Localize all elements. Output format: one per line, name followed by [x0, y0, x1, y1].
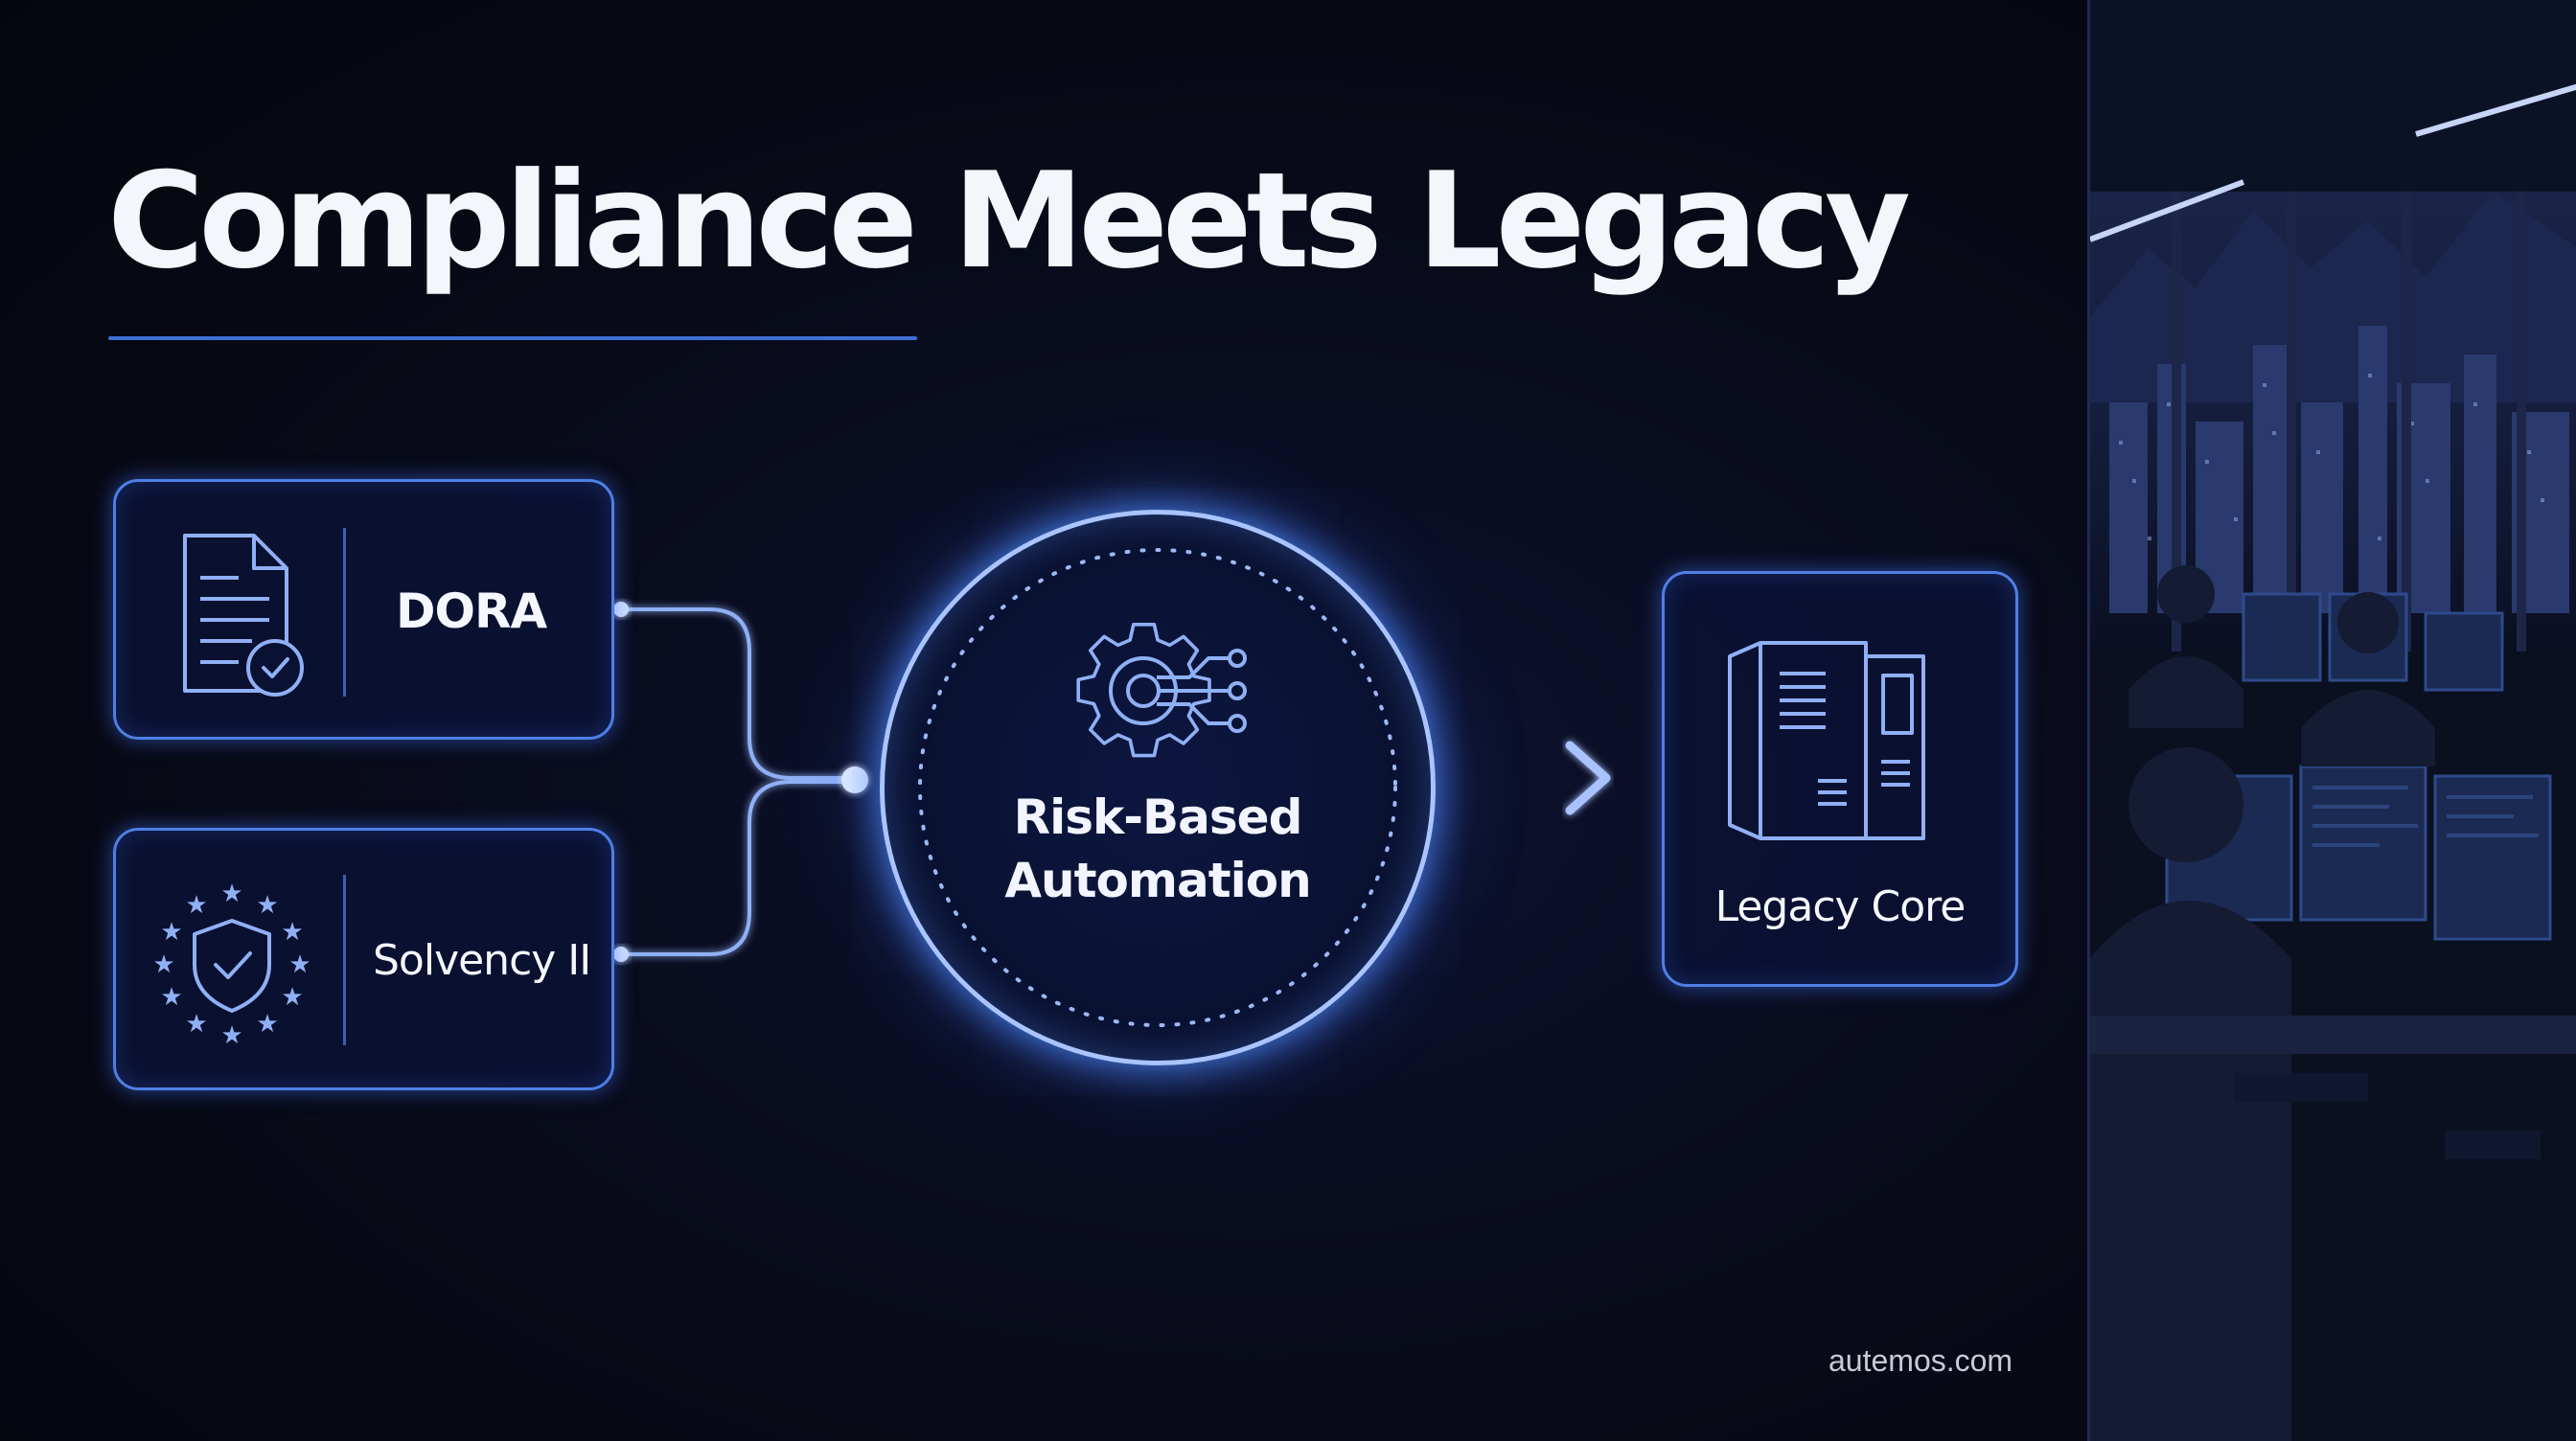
arrow-head-icon	[1565, 741, 1611, 815]
slide-canvas: Compliance Meets Legacy	[0, 0, 2087, 1441]
solvency-label: Solvency II	[373, 936, 591, 985]
connector-solvency	[621, 780, 855, 956]
dora-divider	[343, 528, 346, 697]
slide-title: Compliance Meets Legacy	[107, 144, 1911, 298]
solvency-divider	[343, 875, 346, 1045]
document-check-icon	[183, 534, 304, 697]
svg-text:★: ★	[220, 880, 242, 908]
legacy-core-label: Legacy Core	[1714, 882, 1966, 931]
title-underline	[108, 336, 917, 340]
svg-text:★: ★	[160, 983, 182, 1012]
connector-node-join	[841, 766, 868, 793]
hub-label-line2: Automation	[1004, 853, 1311, 908]
legacy-core-card: Legacy Core	[1662, 571, 2018, 987]
hub-label: Risk-Based Automation	[880, 786, 1436, 912]
solvency-card: ★ ★ ★ ★ ★ ★ ★ ★ ★ ★ ★ ★ Solvency II	[113, 828, 614, 1090]
gear-circuit-icon	[1076, 623, 1247, 758]
connector-node-solvency	[613, 947, 629, 962]
svg-text:★: ★	[152, 950, 174, 979]
hub-label-line1: Risk-Based	[1013, 789, 1303, 845]
connector-node-dora	[613, 602, 629, 617]
connector-dora	[621, 607, 855, 780]
server-rack-icon	[1728, 641, 1925, 840]
connector-lines	[613, 602, 1611, 962]
svg-text:★: ★	[256, 1010, 278, 1039]
svg-text:★: ★	[220, 1021, 242, 1050]
dora-label: DORA	[396, 583, 547, 639]
svg-text:★: ★	[256, 891, 278, 920]
svg-text:★: ★	[281, 983, 303, 1012]
svg-text:★: ★	[281, 918, 303, 947]
office-night-illustration	[2090, 0, 2576, 1441]
hub-dotted-ring	[918, 548, 1397, 1027]
footer-url: autemos.com	[1828, 1343, 2013, 1378]
office-photo	[2087, 0, 2576, 1441]
svg-text:★: ★	[288, 950, 310, 979]
dora-card: DORA	[113, 479, 614, 740]
svg-text:★: ★	[160, 918, 182, 947]
svg-text:★: ★	[185, 891, 207, 920]
eu-stars-shield-icon: ★ ★ ★ ★ ★ ★ ★ ★ ★ ★ ★ ★	[152, 880, 310, 1050]
risk-automation-hub	[880, 510, 1436, 1065]
svg-text:★: ★	[185, 1010, 207, 1039]
